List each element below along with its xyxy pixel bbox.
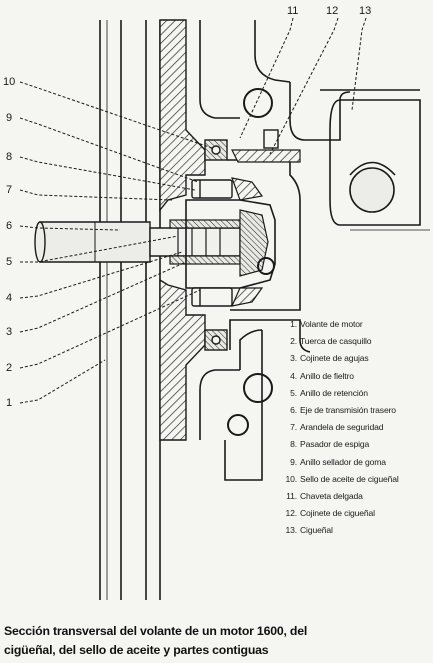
woodruff-key: [263, 129, 279, 149]
legend-text: Chaveta delgada: [300, 491, 363, 502]
legend-item: 1.Volante de motor: [284, 316, 430, 333]
legend-item: 5.Anillo de retención: [284, 385, 430, 402]
crankshaft-oil-seal: [204, 139, 228, 351]
legend-number: 13.: [285, 525, 298, 536]
legend-number: 9.: [290, 456, 297, 467]
callout-label-4: 4: [6, 292, 13, 304]
legend-text: Anillo de fieltro: [300, 370, 354, 381]
callout-label-9: 9: [6, 112, 13, 124]
legend-number: 2.: [290, 336, 297, 347]
crankshaft-bearing: [231, 149, 301, 163]
crankcase-outline: [199, 20, 351, 440]
callout-label-12: 12: [326, 5, 339, 17]
callout-label-3: 3: [6, 326, 13, 338]
leader-lines: [19, 17, 367, 404]
flywheel-web: [159, 19, 206, 212]
legend-number: 11.: [286, 491, 297, 502]
legend-text: Anillo de retención: [300, 387, 368, 398]
caption-line-2: cigüeñal, del sello de aceite y partes c…: [4, 643, 269, 657]
legend-item: 3.Cojinete de agujas: [284, 350, 430, 367]
legend-item: 6.Eje de transmisión trasero: [284, 402, 430, 419]
legend-number: 4.: [290, 370, 297, 381]
legend-text: Cojinete de cigueñal: [300, 508, 375, 519]
callout-label-13: 13: [359, 5, 372, 17]
legend-number: 10.: [285, 473, 298, 484]
legend-item: 8.Pasador de espiga: [284, 436, 430, 453]
legend-item: 7.Arandela de seguridad: [284, 419, 430, 436]
legend-text: Pasador de espiga: [300, 439, 370, 450]
callout-label-1: 1: [6, 397, 13, 409]
legend-item: 13.Cigueñal: [284, 522, 430, 539]
legend-number: 5.: [290, 387, 297, 398]
flywheel-rim: [99, 20, 161, 600]
lock-washer: [230, 177, 264, 307]
legend-text: Eje de transmisión trasero: [300, 405, 396, 416]
legend-text: Volante de motor: [300, 319, 363, 329]
legend-number: 1.: [290, 319, 297, 329]
legend-number: 8.: [290, 439, 297, 450]
legend-number: 12.: [285, 508, 298, 519]
crankcase-lower-block: [224, 440, 263, 481]
transmission-shaft: [34, 221, 241, 263]
legend-text: Cojinete de agujas: [300, 353, 369, 364]
legend-item: 10.Sello de aceite de cigueñal: [284, 471, 430, 488]
callout-label-11: 11: [287, 5, 299, 17]
legend-text: Anillo sellador de goma: [300, 456, 386, 467]
legend-number: 6.: [290, 405, 297, 416]
caption-line-1: Sección transversal del volante de un mo…: [4, 624, 308, 638]
legend-item: 4.Anillo de fieltro: [284, 368, 430, 385]
crankshaft: [320, 89, 430, 231]
legend-item: 9.Anillo sellador de goma: [284, 454, 430, 471]
callout-label-8: 8: [6, 151, 13, 163]
legend-number: 7.: [290, 422, 297, 433]
flywheel-cross-section-diagram: [19, 17, 430, 600]
legend-item: 2.Tuerca de casquillo: [284, 333, 430, 350]
legend-number: 3.: [290, 353, 297, 364]
callout-label-7: 7: [6, 184, 13, 196]
callout-label-5: 5: [6, 256, 13, 268]
legend-text: Arandela de seguridad: [300, 422, 384, 433]
callout-label-6: 6: [6, 220, 13, 232]
legend-item: 12.Cojinete de cigueñal: [284, 505, 430, 522]
callout-label-2: 2: [6, 362, 13, 374]
crankcase-circles: [227, 88, 275, 436]
legend-item: 11.Chaveta delgada: [284, 488, 430, 505]
gland-nut-bore: [239, 209, 269, 277]
parts-legend: 1.Volante de motor 2.Tuerca de casquillo…: [284, 316, 430, 540]
dowel-pins: [191, 179, 233, 307]
callout-label-10: 10: [3, 76, 16, 88]
legend-text: Sello de aceite de cigueñal: [300, 473, 399, 484]
figure-caption: Sección transversal del volante de un mo…: [4, 622, 430, 660]
legend-text: Cigueñal: [300, 525, 333, 536]
legend-text: Tuerca de casquillo: [300, 336, 372, 347]
